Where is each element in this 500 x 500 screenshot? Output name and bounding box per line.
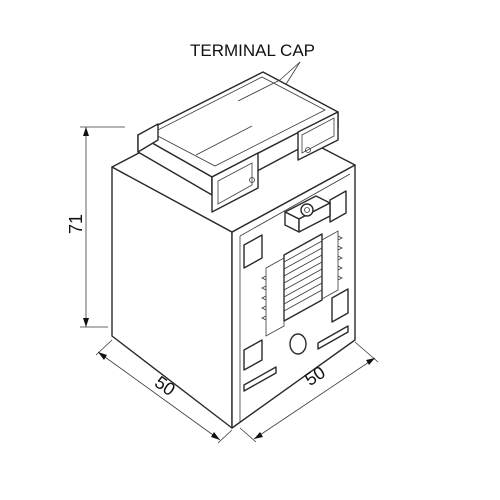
dimension-width-right bbox=[239, 341, 379, 443]
dimension-height bbox=[80, 126, 125, 328]
front-face-details bbox=[243, 190, 349, 392]
terminal-cap bbox=[137, 71, 339, 213]
height-label: 71 bbox=[66, 214, 86, 234]
terminal-cap-label: TERMINAL CAP bbox=[190, 41, 315, 60]
dimension-width-left bbox=[95, 339, 233, 444]
